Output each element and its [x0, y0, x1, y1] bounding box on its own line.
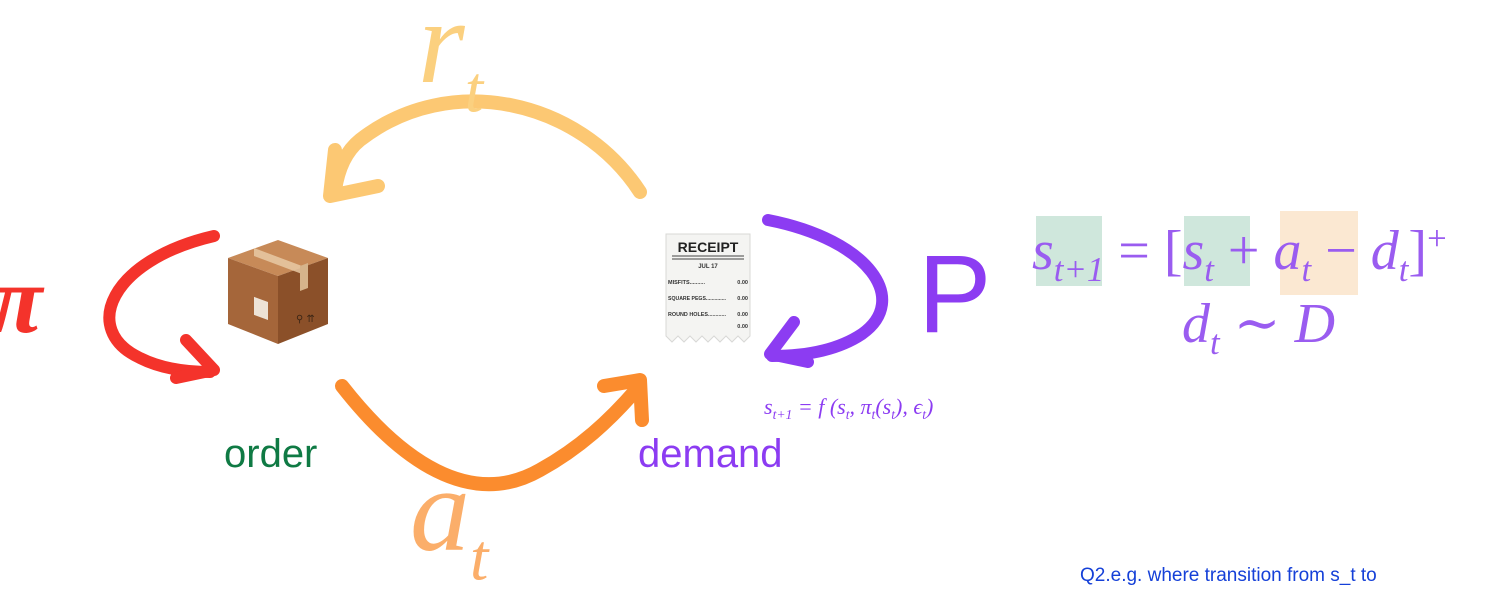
action-arrow	[335, 373, 649, 492]
receipt-line-item: ROUND HOLES............	[668, 312, 726, 318]
equation-subscript: t	[1301, 250, 1312, 290]
equation-term: D	[1294, 293, 1336, 355]
equation-term: d	[1370, 220, 1399, 283]
formula-term: π	[860, 394, 872, 419]
policy-label: π	[0, 252, 42, 348]
receipt-icon: RECEIPT JUL 17 MISFITS.......... 0.00 SQ…	[664, 232, 752, 349]
equation-term: s	[1032, 220, 1054, 283]
reward-symbol: r	[418, 0, 465, 108]
equation-subscript: t+1	[1053, 250, 1105, 290]
formula-term: )	[926, 394, 934, 419]
formula-subscript: t	[845, 406, 850, 422]
equation-term: ]	[1408, 220, 1428, 283]
receipt-line-amount: 0.00	[737, 280, 748, 286]
receipt-line-item: SQUARE PEGS..............	[668, 296, 726, 302]
equation-term: +	[1213, 220, 1274, 283]
formula-term: = f (	[792, 394, 838, 419]
note-text: Q2.e.g. where transition from s_t to	[1080, 565, 1377, 586]
formula-subscript: t+1	[772, 406, 793, 422]
equation-subscript: t	[1398, 250, 1409, 290]
equation-subscript: t	[1204, 250, 1214, 290]
demand-equation: dt ∼ D	[1182, 296, 1335, 361]
receipt-title: RECEIPT	[678, 239, 739, 255]
action-symbol: a	[410, 443, 470, 576]
formula-subscript: t	[871, 406, 876, 422]
receipt-line-item: MISFITS..........	[668, 280, 705, 286]
formula-term: ),	[895, 394, 914, 419]
receipt-total: 0.00	[737, 324, 748, 330]
receipt-line-amount: 0.00	[737, 296, 748, 302]
policy-arrow	[103, 230, 220, 384]
transition-arrow	[762, 214, 889, 368]
transition-label: P	[918, 233, 992, 356]
equation-term: = [	[1104, 220, 1183, 283]
action-label: at	[410, 450, 488, 592]
formula-term: ,	[849, 394, 861, 419]
receipt-line-amount: 0.00	[737, 312, 748, 318]
svg-text:⚲ ⇈: ⚲ ⇈	[296, 314, 315, 325]
formula-term: s	[764, 394, 773, 419]
highlight-action	[1280, 211, 1358, 295]
inventory-equation: st+1 = [st + at − dt]+	[1032, 219, 1447, 290]
action-subscript: t	[470, 521, 489, 595]
reward-label: rt	[418, 0, 483, 124]
order-label: order	[224, 432, 318, 476]
reward-subscript: t	[464, 53, 484, 127]
demand-label: demand	[638, 432, 783, 476]
equation-term: −	[1311, 220, 1371, 283]
formula-term: ϵ	[913, 394, 923, 419]
formula-term: (s	[875, 394, 892, 419]
highlight-next-state	[1036, 216, 1102, 286]
formula-subscript: t	[922, 406, 927, 422]
receipt-paper: RECEIPT JUL 17 MISFITS.......... 0.00 SQ…	[665, 233, 751, 343]
equation-subscript: t	[1210, 323, 1220, 363]
reward-arrow	[323, 94, 647, 203]
equation-term: d	[1182, 293, 1210, 355]
highlight-current-state	[1184, 216, 1250, 286]
receipt-date: JUL 17	[698, 264, 718, 270]
formula-term: s	[837, 394, 846, 419]
transition-formula: st+1 = f (st, πt(st), ϵt)	[764, 394, 934, 422]
equation-term: ∼	[1219, 293, 1295, 355]
formula-subscript: t	[891, 406, 896, 422]
equation-term: a	[1273, 220, 1302, 283]
equation-term: s	[1182, 220, 1205, 283]
package-box-icon: ⚲ ⇈	[224, 236, 332, 353]
equation-superscript: +	[1427, 219, 1447, 258]
